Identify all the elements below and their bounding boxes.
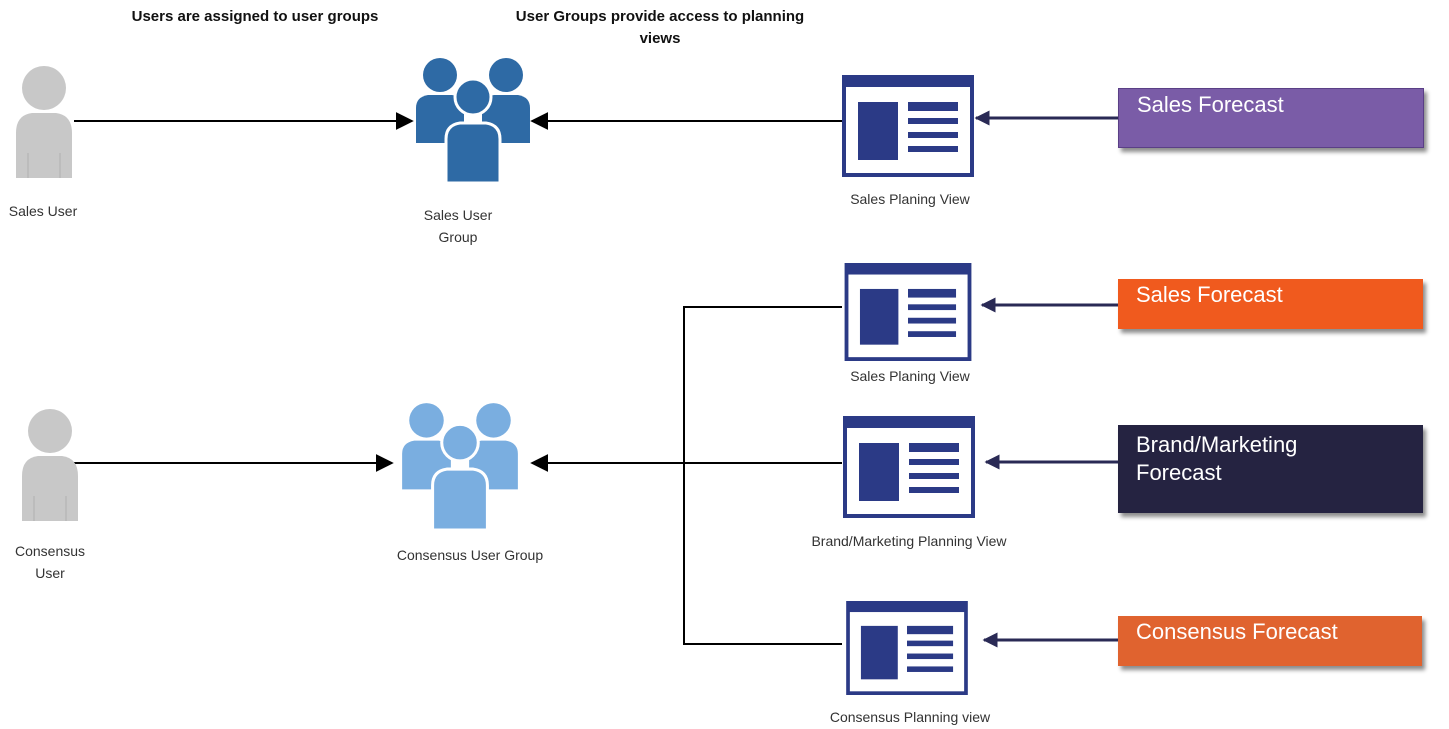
- forecast-box-sales: Sales Forecast: [1118, 88, 1424, 148]
- bracket-views: [683, 306, 842, 645]
- forecast-label: Sales Forecast: [1137, 92, 1284, 117]
- planning-view-icon: [842, 601, 972, 700]
- forecast-label: Brand/Marketing Forecast: [1136, 432, 1298, 485]
- user-group-icon: [398, 398, 522, 535]
- group-label: Sales User Group: [423, 207, 493, 245]
- view-label: Consensus Planning view: [829, 709, 991, 725]
- heading-users-assigned: Users are assigned to user groups: [131, 8, 379, 25]
- planning-view-icon: [842, 416, 976, 523]
- view-label: Sales Planing View: [850, 368, 970, 384]
- planning-view-icon: [842, 75, 974, 182]
- person-icon: [12, 63, 76, 183]
- user-label: Sales User: [8, 203, 78, 219]
- heading-groups-access: User Groups provide access to planning v…: [515, 8, 805, 47]
- forecast-label: Consensus Forecast: [1136, 619, 1338, 644]
- forecast-box-sales-2: Sales Forecast: [1118, 279, 1423, 329]
- forecast-box-brand-marketing: Brand/Marketing Forecast: [1118, 425, 1423, 513]
- group-label: Consensus User Group: [396, 547, 544, 563]
- user-label: Consensus User: [14, 543, 86, 581]
- planning-view-icon: [842, 263, 974, 366]
- view-label: Brand/Marketing Planning View: [811, 533, 1007, 549]
- forecast-label: Sales Forecast: [1136, 282, 1283, 307]
- forecast-box-consensus: Consensus Forecast: [1118, 616, 1422, 666]
- view-label: Sales Planing View: [850, 191, 970, 207]
- person-icon: [18, 406, 82, 526]
- user-group-icon: [412, 53, 534, 188]
